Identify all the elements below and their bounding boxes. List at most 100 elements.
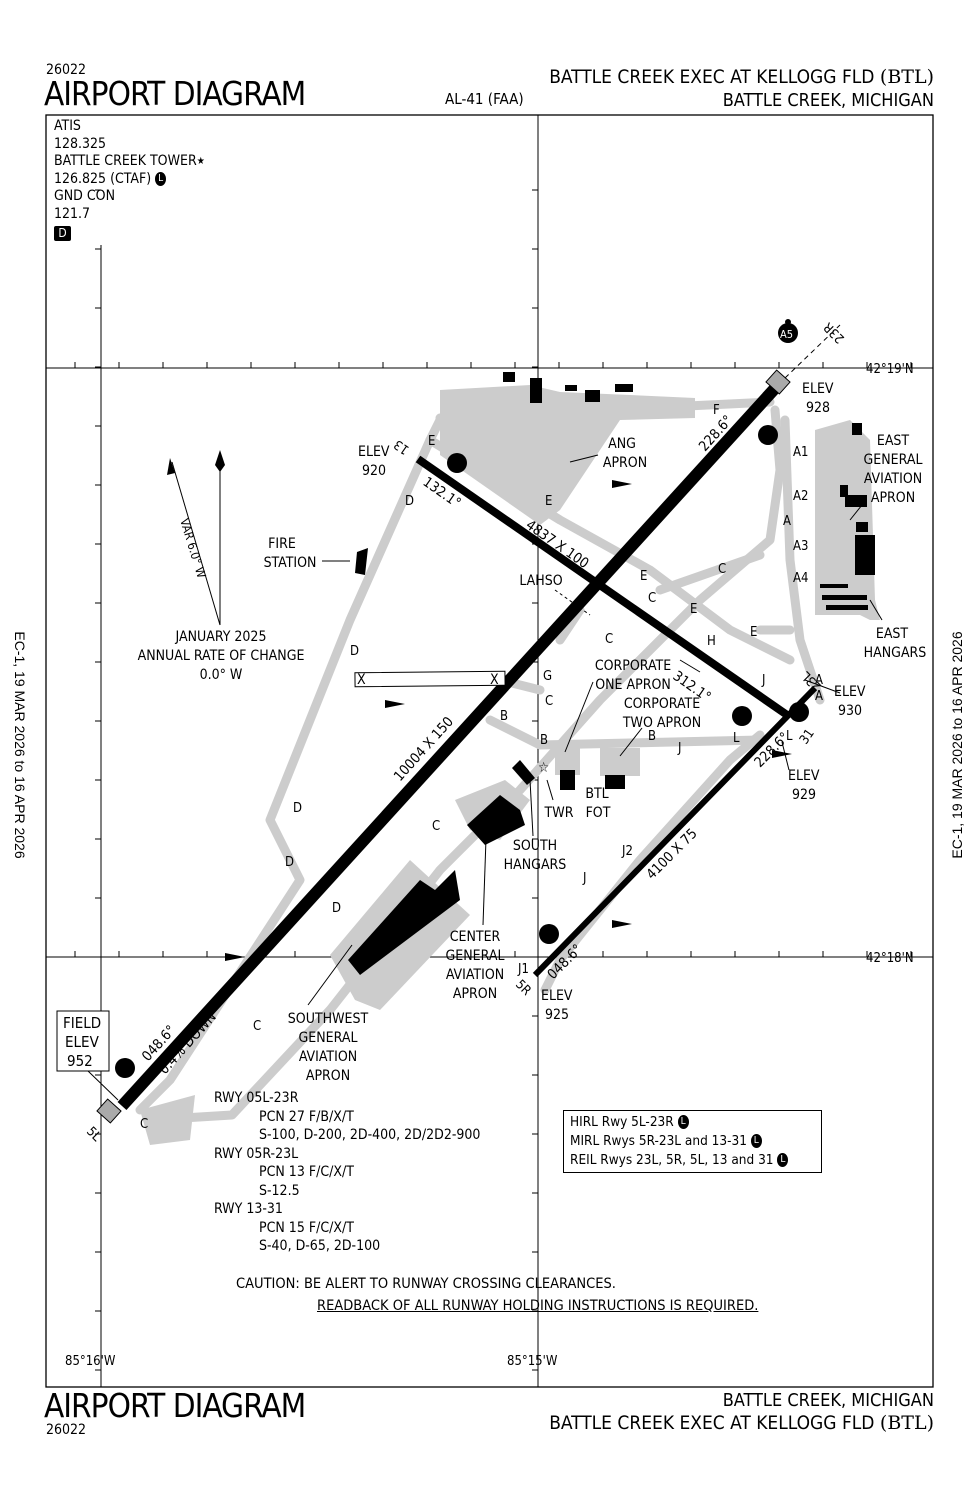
grid-ticks: [74, 189, 912, 1371]
taxiway-a: [780, 415, 825, 705]
rwy-end-13: 13: [391, 436, 412, 457]
rwy-info-2-weights: S-12.5: [259, 1182, 300, 1199]
center-ga-label-1: CENTER: [450, 929, 501, 945]
city-state: BATTLE CREEK, MICHIGAN: [722, 90, 934, 111]
fire-station-label-2: STATION: [264, 555, 317, 571]
mag-date: JANUARY 2025: [175, 629, 267, 645]
ang-apron: [440, 385, 695, 525]
east-ga-label-3: AVIATION: [864, 471, 922, 487]
taxiway-x-label-1: X: [357, 672, 366, 688]
center-ga-label-2: GENERAL: [446, 948, 505, 964]
checkpoint-icon: [732, 706, 752, 726]
tower-freq-text: 126.825 (CTAF): [54, 170, 152, 187]
corp-one-label-2: ONE APRON: [595, 677, 671, 693]
communications-block: ATIS 128.325 BATTLE CREEK TOWER★ 126.825…: [54, 118, 205, 243]
rwy-end-23r: 23R: [821, 319, 848, 346]
lat-42-19-label: 42°19'N: [866, 362, 914, 377]
rwy-info-3-pcn: PCN 15 F/C/X/T: [259, 1219, 354, 1236]
elev-31-label: ELEV: [788, 768, 820, 784]
elev-5r-value: 925: [545, 1007, 569, 1023]
rwy-13-31-dimensions: 4837 X 100: [523, 517, 592, 572]
taxiway-label-j2: J2: [621, 844, 633, 859]
runway-13-31: [415, 455, 793, 721]
chart-title: AIRPORT DIAGRAM: [44, 74, 306, 113]
tower-name: BATTLE CREEK TOWER: [54, 153, 197, 169]
d-atis-icon: D: [54, 226, 71, 241]
lon-85-16-label: 85°16'W: [65, 1354, 116, 1369]
field-elev-box: [56, 1010, 110, 1072]
field-elev-label-2: ELEV: [65, 1033, 100, 1051]
east-ga-label-2: GENERAL: [864, 452, 923, 468]
lahso-line: [554, 589, 591, 616]
tower-label: BATTLE CREEK TOWER★: [54, 153, 205, 171]
footer-airport-id: (BTL): [879, 1412, 934, 1434]
taxiway-label-l: L: [733, 731, 740, 746]
elevation-labels: ELEV 928 ELEV 920 ELEV 930 ELEV 929 ELEV…: [358, 381, 866, 1023]
gnd-label: GND CON: [54, 188, 116, 204]
southwest-ga-label-1: SOUTHWEST: [288, 1011, 369, 1027]
southwest-ga-hangars: [348, 870, 460, 975]
lighting-l-icon: L: [750, 1134, 762, 1148]
twr-label: TWR: [544, 805, 574, 821]
atis-freq: 128.325: [54, 135, 107, 152]
southwest-ga-label-3: AVIATION: [299, 1049, 357, 1065]
btl-fot-label-2: FOT: [586, 805, 611, 821]
lon-85-15-label: 85°15'W: [507, 1354, 558, 1369]
threshold-5l-icon: [96, 1098, 122, 1124]
footer-title: AIRPORT DIAGRAM: [44, 1386, 306, 1425]
airport-id: (BTL): [879, 66, 934, 88]
rwy-info-1-pcn: PCN 27 F/B/X/T: [259, 1108, 354, 1125]
lighting-l-icon: L: [677, 1115, 689, 1129]
taxiway-label-j1: J1: [517, 962, 529, 977]
airport-name: BATTLE CREEK EXEC AT KELLOGG FLD (BTL): [549, 66, 934, 88]
taxiway-j: [540, 730, 765, 995]
taxiway-label-a1: A1: [793, 445, 808, 460]
hot-spot-icon: [778, 323, 798, 343]
true-north-arrow-icon: [215, 450, 225, 472]
east-ga-apron: [815, 420, 880, 620]
field-elev-leader: [87, 1070, 119, 1101]
rwy-23r-extension: [784, 324, 841, 379]
elev-23l-value: 930: [838, 703, 862, 719]
field-elev-label-1: FIELD: [63, 1014, 101, 1032]
center-hangars: [467, 795, 525, 845]
lighting-l-icon: L: [155, 171, 167, 186]
corp-one-label-1: CORPORATE: [595, 658, 671, 674]
south-hangars-label-2: HANGARS: [504, 857, 567, 873]
ang-apron-label-1: ANG: [608, 436, 636, 452]
checkpoint-icon: [539, 924, 559, 944]
part-time-star-icon: ★: [196, 156, 205, 167]
elev-23r-value: 928: [806, 400, 830, 416]
taxiway-label-d: D: [285, 855, 294, 870]
rwy-info-3-weights: S-40, D-65, 2D-100: [259, 1238, 381, 1254]
southwest-ga-label-4: APRON: [306, 1068, 350, 1084]
sw-runup-area: [140, 1095, 195, 1145]
taxiway-c: [145, 405, 785, 1125]
airport-name-text: BATTLE CREEK EXEC AT KELLOGG FLD: [549, 66, 875, 88]
elev-13-label: ELEV: [358, 444, 390, 460]
magnetic-north-line: [171, 461, 221, 626]
rwy-info-2-pcn: PCN 13 F/C/X/T: [259, 1164, 354, 1180]
reil-icons: [225, 480, 792, 961]
runway-05R-23L: [532, 685, 818, 978]
rwy-info-2: RWY 05R-23L: [214, 1145, 299, 1162]
taxiway-label-e: E: [545, 494, 552, 509]
taxiway-label-a: A: [815, 673, 823, 688]
lighting-box: HIRL Rwy 5L-23R L MIRL Rwys 5R-23L and 1…: [563, 1110, 822, 1173]
atis-label: ATIS: [54, 118, 81, 134]
lighting-reil-text: REIL Rwys 23L, 5R, 5L, 13 and 31: [570, 1152, 774, 1168]
taxiway-label-b: B: [540, 733, 548, 748]
footer-airport-name: BATTLE CREEK EXEC AT KELLOGG FLD (BTL): [549, 1412, 934, 1434]
lat-42-18-label: 42°18'N: [866, 951, 914, 966]
taxiway-label-e: E: [690, 602, 697, 617]
magnetic-north-arrow-icon: [167, 458, 175, 475]
elev-23l-label: ELEV: [834, 684, 866, 700]
reil-icon: [225, 953, 245, 961]
checkpoint-icon: [115, 1058, 135, 1078]
taxiway-c-east: [655, 550, 765, 595]
taxiway-label-d: D: [293, 801, 302, 816]
taxiway-label-a: A: [815, 689, 823, 704]
taxiway-label-e: E: [640, 569, 647, 584]
taxiway-label-a2: A2: [793, 489, 808, 504]
taxiway-label-d: D: [405, 494, 414, 509]
